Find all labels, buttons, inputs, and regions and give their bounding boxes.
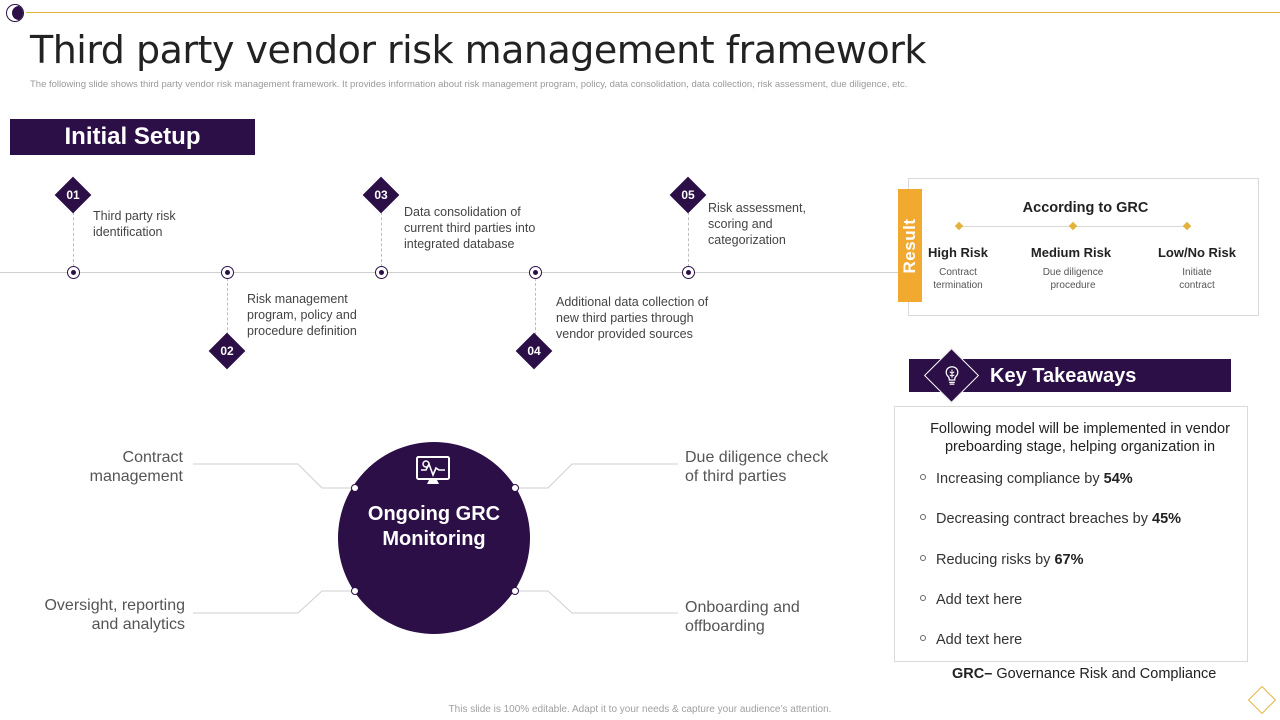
bullet-icon (920, 514, 926, 521)
step-01-number: 01 (66, 188, 80, 202)
step-05-number: 05 (681, 188, 695, 202)
takeaway-item: Add text here (920, 632, 1022, 648)
bullet-icon (920, 635, 926, 642)
takeaway-text: Reducing risks by (936, 552, 1055, 568)
low-risk-desc: Initiate contract (1179, 267, 1215, 291)
step-04-connector (535, 278, 536, 340)
grc-footnote: GRC– Governance Risk and Compliance (952, 666, 1216, 682)
result-panel (908, 178, 1259, 316)
due-diligence-text: Due diligence check of third parties (685, 449, 829, 485)
step-04-number: 04 (527, 344, 541, 358)
result-tab: Result (898, 189, 922, 302)
connector-dot (351, 587, 359, 595)
timeline-dot (529, 266, 542, 279)
grc-title: According to GRC (1022, 200, 1149, 216)
bullet-icon (920, 595, 926, 602)
initial-setup-banner: Initial Setup (10, 119, 255, 155)
monitoring-title: Ongoing GRC Monitoring (367, 503, 501, 550)
step-02-text: Risk management program, policy and proc… (247, 292, 357, 338)
onboarding-text: Onboarding and offboarding (685, 599, 800, 635)
takeaway-text: Increasing compliance by (936, 471, 1104, 487)
key-takeaways-title: Key Takeaways (990, 365, 1137, 387)
takeaway-item: Reducing risks by 67% (920, 552, 1084, 568)
result-tab-label: Result (900, 218, 919, 273)
monitor-chart-icon (416, 456, 450, 484)
connector-dot (351, 484, 359, 492)
connector-dot (511, 484, 519, 492)
oversight-text: Oversight, reporting and analytics (44, 597, 185, 633)
takeaway-text: Add text here (936, 632, 1023, 648)
timeline-dot (221, 266, 234, 279)
connector-dot (511, 587, 519, 595)
step-04-text: Additional data collection of new third … (556, 295, 709, 341)
step-02-connector (227, 278, 228, 340)
takeaway-text: Add text here (936, 592, 1023, 608)
grc-footnote-text: Governance Risk and Compliance (992, 666, 1217, 682)
top-divider (26, 12, 1280, 13)
step-05-text: Risk assessment, scoring and categorizat… (708, 201, 806, 247)
takeaway-item: Decreasing contract breaches by 45% (920, 511, 1181, 527)
page-title: Third party vendor risk management frame… (30, 28, 926, 72)
takeaway-value: 54% (1103, 471, 1133, 487)
brain-bulb-icon (945, 366, 959, 385)
timeline-line (0, 272, 902, 273)
timeline-dot (375, 266, 388, 279)
grc-footnote-abbr: GRC– (952, 666, 993, 682)
takeaway-item: Increasing compliance by 54% (920, 471, 1133, 487)
step-03-text: Data consolidation of current third part… (404, 205, 536, 251)
takeaway-item: Add text here (920, 592, 1022, 608)
takeaway-value: 45% (1152, 511, 1182, 527)
bullet-icon (920, 474, 926, 481)
contract-management-text: Contract management (89, 449, 183, 485)
step-01-connector (73, 207, 74, 267)
timeline-dot (67, 266, 80, 279)
step-03-connector (381, 207, 382, 267)
high-risk-desc: Contract termination (933, 267, 983, 291)
timeline-dot (682, 266, 695, 279)
page-subtitle: The following slide shows third party ve… (30, 79, 908, 90)
key-takeaways-panel (894, 406, 1248, 662)
high-risk-label: High Risk (928, 245, 988, 260)
step-02-number: 02 (220, 344, 234, 358)
step-01-text: Third party risk identification (93, 209, 176, 239)
footer-note: This slide is 100% editable. Adapt it to… (448, 704, 832, 715)
medium-risk-desc: Due diligence procedure (1042, 267, 1104, 291)
key-takeaways-intro: Following model will be implemented in v… (930, 421, 1230, 455)
step-05-connector (688, 207, 689, 267)
takeaway-value: 67% (1054, 552, 1084, 568)
bullet-icon (920, 555, 926, 562)
medium-risk-label: Medium Risk (1030, 245, 1112, 260)
low-risk-label: Low/No Risk (1157, 245, 1236, 260)
top-ornament (6, 4, 24, 22)
takeaway-text: Decreasing contract breaches by (936, 511, 1152, 527)
step-03-number: 03 (374, 188, 388, 202)
